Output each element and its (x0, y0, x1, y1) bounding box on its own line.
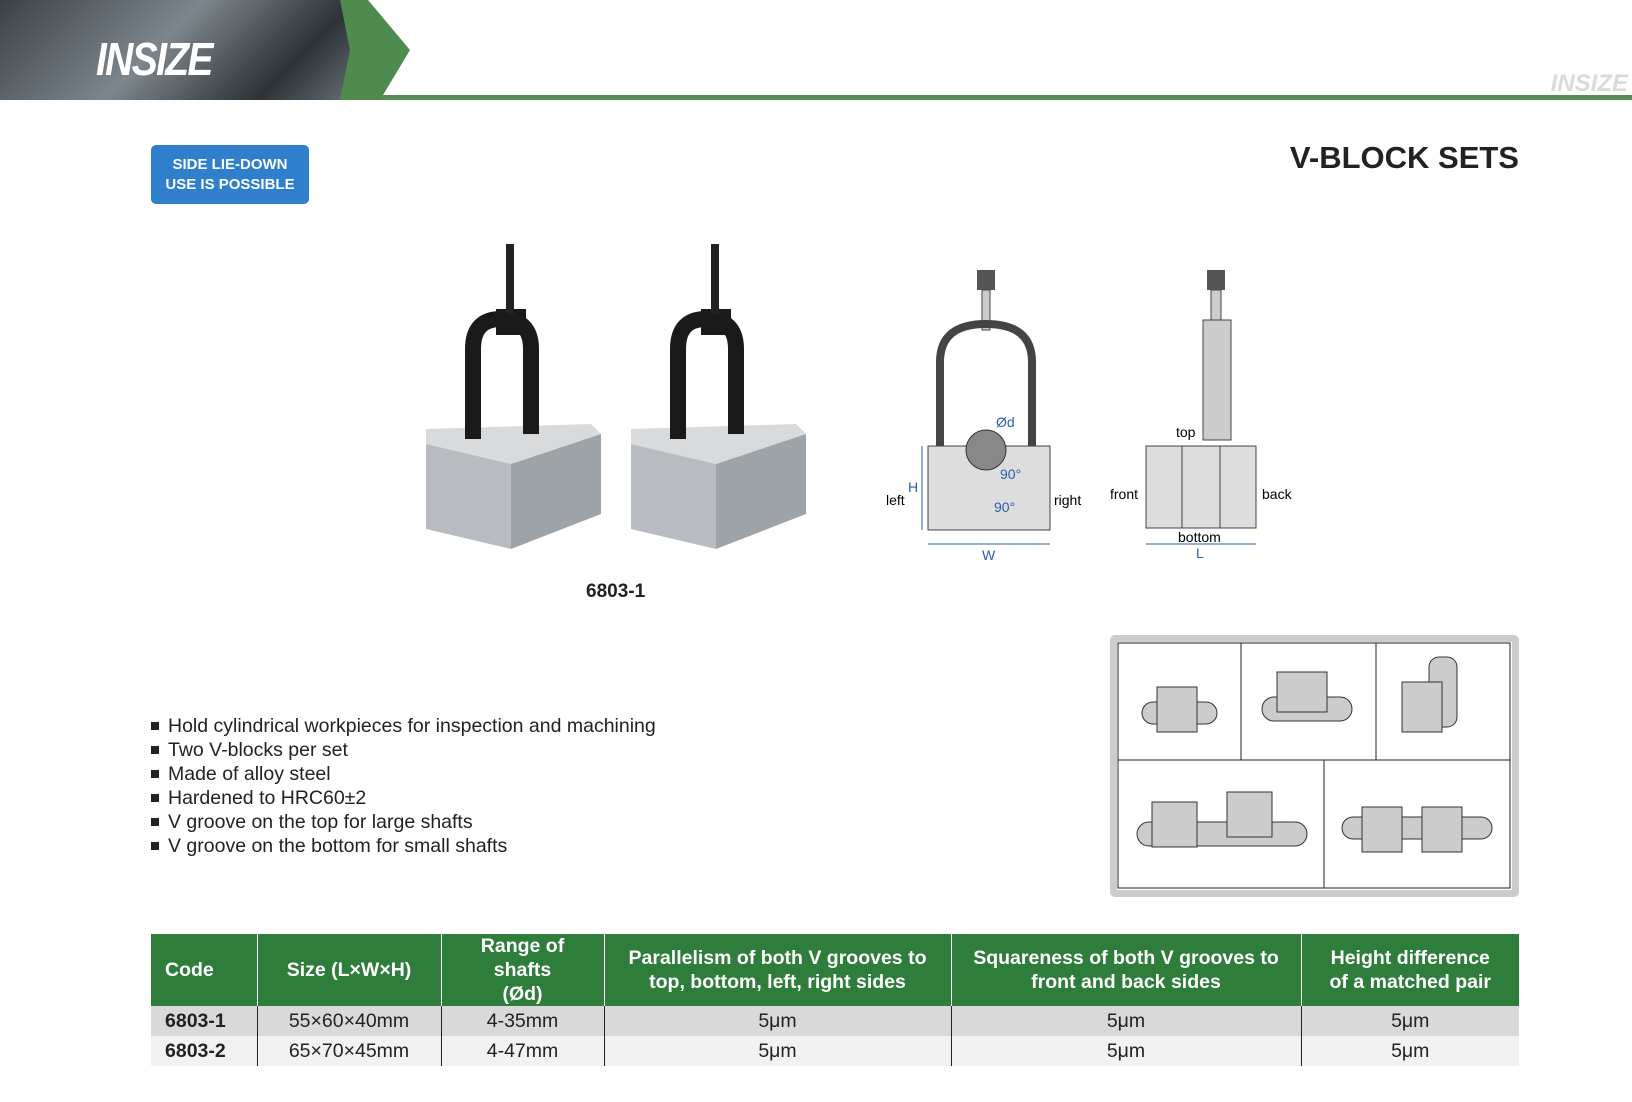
col-code: Code (151, 934, 257, 1006)
product-photo (426, 244, 806, 549)
label-angle-bottom: 90° (994, 499, 1015, 515)
feature-item: Made of alloy steel (151, 762, 656, 786)
feature-item: V groove on the bottom for small shafts (151, 834, 656, 858)
badge-line2: USE IS POSSIBLE (165, 176, 295, 193)
label-angle-top: 90° (1000, 466, 1021, 482)
cell-squareness: 5μm (950, 1006, 1301, 1036)
side-lie-down-badge: SIDE LIE-DOWN USE IS POSSIBLE (151, 145, 309, 204)
page-title: V-BLOCK SETS (1289, 140, 1519, 175)
cell-code: 6803-1 (151, 1006, 257, 1036)
label-L: L (1196, 545, 1204, 561)
col-size: Size (L×W×H) (256, 934, 441, 1006)
product-caption: 6803-1 (586, 581, 646, 602)
label-right: right (1054, 492, 1081, 508)
feature-item: Hold cylindrical workpieces for inspecti… (151, 714, 656, 738)
cell-size: 55×60×40mm (256, 1006, 441, 1036)
cell-range: 4-47mm (440, 1036, 604, 1066)
label-left: left (886, 492, 905, 508)
header-banner-image (0, 0, 395, 100)
header-rule (380, 95, 1632, 100)
col-range: Range of shafts (Ød) (440, 934, 604, 1006)
col-parallelism: Parallelism of both V grooves to top, bo… (603, 934, 951, 1006)
col-height-diff: Height difference of a matched pair (1300, 934, 1519, 1006)
feature-item: Hardened to HRC60±2 (151, 786, 656, 810)
cell-squareness: 5μm (950, 1036, 1301, 1066)
cell-parallelism: 5μm (603, 1036, 951, 1066)
v-block-left (426, 244, 601, 549)
col-squareness: Squareness of both V grooves to front an… (950, 934, 1301, 1006)
dimension-diagram: left right H W Ød 90° 90° top front back… (886, 270, 1293, 563)
label-d: Ød (996, 414, 1015, 430)
header-chevron (340, 0, 410, 100)
spec-table: Code Size (L×W×H) Range of shafts (Ød) P… (151, 934, 1519, 1066)
cell-size: 65×70×45mm (256, 1036, 441, 1066)
brand-logo: INSIZE (96, 33, 214, 85)
cell-parallelism: 5μm (603, 1006, 951, 1036)
cell-height-diff: 5μm (1300, 1006, 1519, 1036)
brand-watermark: INSIZE (1550, 70, 1628, 97)
label-top: top (1176, 424, 1196, 440)
usage-examples-image (1117, 642, 1511, 889)
application-illustrations (1110, 635, 1519, 897)
cell-code: 6803-2 (151, 1036, 257, 1066)
feature-item: V groove on the top for large shafts (151, 810, 656, 834)
cell-range: 4-35mm (440, 1006, 604, 1036)
feature-list: Hold cylindrical workpieces for inspecti… (151, 714, 656, 858)
label-front: front (1110, 486, 1138, 502)
table-row: 6803-2 65×70×45mm 4-47mm 5μm 5μm 5μm (151, 1036, 1519, 1066)
label-back: back (1262, 486, 1293, 502)
badge-line1: SIDE LIE-DOWN (172, 156, 288, 173)
label-H: H (908, 479, 918, 495)
label-bottom: bottom (1178, 529, 1221, 545)
table-header-row: Code Size (L×W×H) Range of shafts (Ød) P… (151, 934, 1519, 1006)
label-W: W (982, 547, 996, 563)
v-block-right (631, 244, 806, 549)
cell-height-diff: 5μm (1300, 1036, 1519, 1066)
feature-item: Two V-blocks per set (151, 738, 656, 762)
table-row: 6803-1 55×60×40mm 4-35mm 5μm 5μm 5μm (151, 1006, 1519, 1036)
